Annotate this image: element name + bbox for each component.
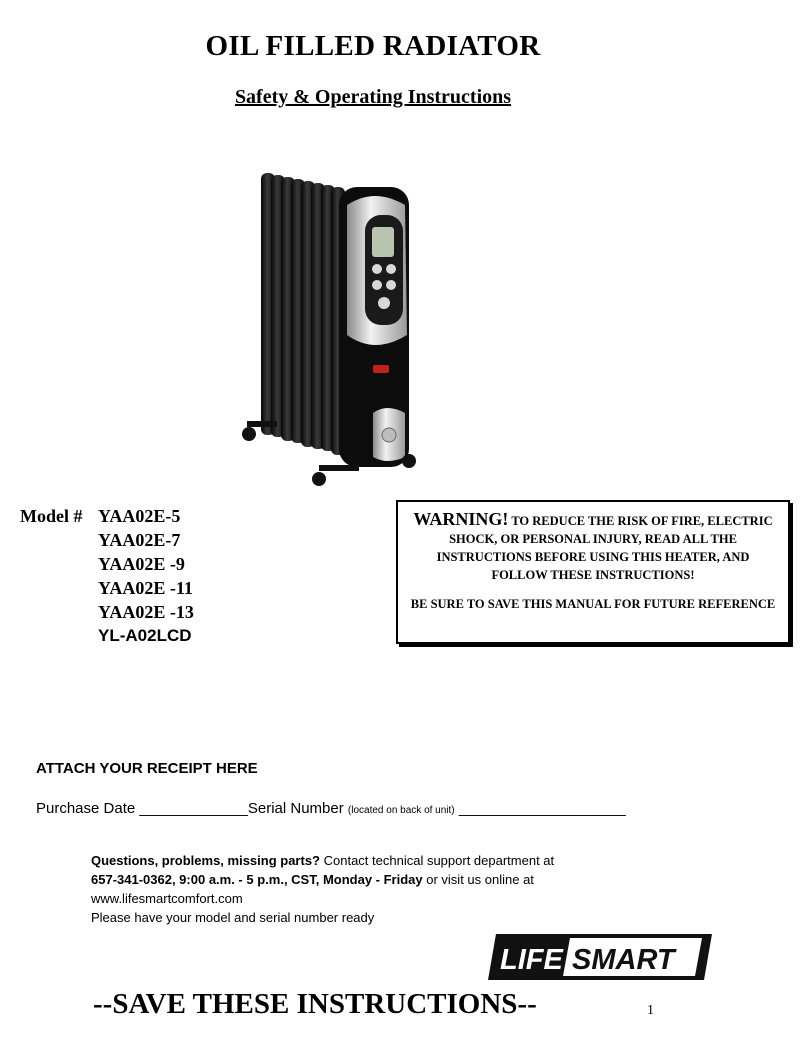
- thermostat-knob-icon: [381, 427, 397, 443]
- support-note: Please have your model and serial number…: [91, 910, 375, 925]
- model-number: YAA02E -11: [98, 578, 193, 598]
- purchase-date-blank: _____________: [139, 800, 248, 817]
- model-number: YAA02E -9: [98, 554, 185, 574]
- lcd-display: [372, 227, 394, 257]
- support-phone-text: or visit us online at: [422, 872, 534, 887]
- wheel-icon: [242, 427, 256, 441]
- purchase-line: Purchase Date _____________Serial Number…: [36, 800, 626, 817]
- logo-word-smart: SMART: [572, 944, 677, 976]
- model-list: Model # YAA02E-5 YAA02E-7 YAA02E -9 YAA02…: [20, 504, 194, 648]
- serial-number-blank: ____________________: [458, 800, 626, 817]
- save-instructions-footer: --SAVE THESE INSTRUCTIONS--: [93, 988, 537, 1020]
- warning-text: TO REDUCE THE RISK OF FIRE, ELECTRIC SHO…: [436, 514, 773, 582]
- support-info: Questions, problems, missing parts? Cont…: [91, 851, 554, 927]
- power-button-icon: [378, 297, 390, 309]
- control-button-icon: [386, 264, 396, 274]
- model-label: Model #: [20, 506, 83, 526]
- model-number: YAA02E-7: [98, 530, 181, 550]
- support-question-text: Contact technical support department at: [320, 853, 555, 868]
- model-number: YL-A02LCD: [98, 626, 192, 645]
- page-title: OIL FILLED RADIATOR: [205, 30, 541, 62]
- logo-word-life: LIFE: [500, 944, 564, 976]
- control-button-icon: [372, 264, 382, 274]
- serial-location-note: (located on back of unit): [347, 805, 455, 816]
- page-subtitle: Safety & Operating Instructions: [234, 86, 512, 108]
- control-button-icon: [386, 280, 396, 290]
- purchase-date-label: Purchase Date: [36, 800, 136, 817]
- support-website[interactable]: www.lifesmartcomfort.com: [91, 891, 243, 906]
- lifesmart-logo: LIFE SMART: [488, 934, 712, 980]
- caster-arm: [247, 421, 277, 427]
- wheel-icon: [312, 472, 326, 486]
- receipt-heading: ATTACH YOUR RECEIPT HERE: [36, 760, 258, 777]
- warning-box: WARNING! TO REDUCE THE RISK OF FIRE, ELE…: [396, 500, 790, 644]
- support-question: Questions, problems, missing parts?: [91, 853, 320, 868]
- wheel-icon: [402, 454, 416, 468]
- save-manual-note: BE SURE TO SAVE THIS MANUAL FOR FUTURE R…: [410, 597, 776, 611]
- radiator-fins: [261, 173, 345, 455]
- control-button-icon: [372, 280, 382, 290]
- page-number: 1: [647, 1003, 654, 1018]
- warning-heading: WARNING!: [413, 509, 509, 529]
- power-switch-icon: [373, 365, 389, 373]
- model-number: YAA02E-5: [98, 506, 181, 526]
- serial-number-label: Serial Number: [247, 800, 344, 817]
- radiator-image: [242, 173, 416, 486]
- model-number: YAA02E -13: [98, 602, 194, 622]
- caster-arm: [319, 465, 359, 471]
- support-phone: 657-341-0362, 9:00 a.m. - 5 p.m., CST, M…: [91, 872, 423, 887]
